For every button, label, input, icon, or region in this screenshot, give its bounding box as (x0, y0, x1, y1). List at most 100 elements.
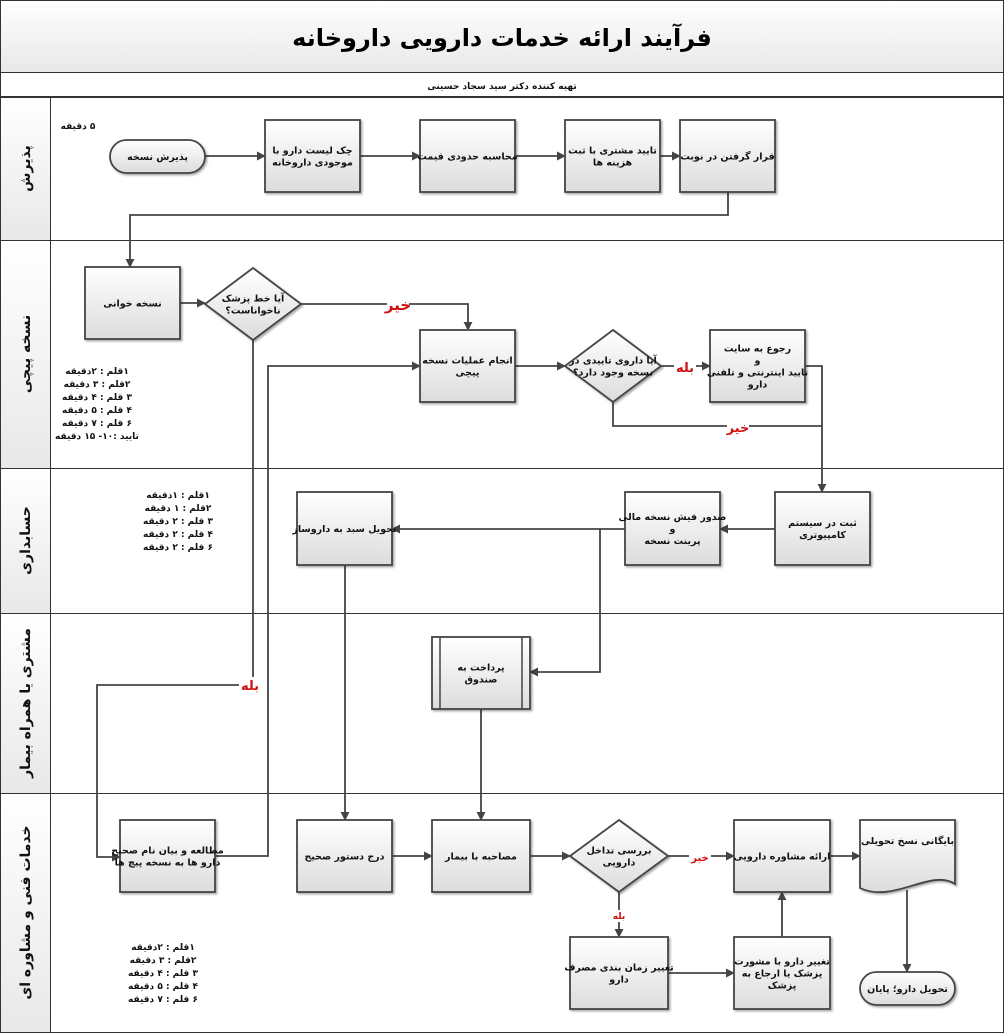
connector-arrow (301, 303, 473, 331)
connector-arrow (96, 340, 254, 862)
node-text: دارویی (603, 858, 636, 869)
node-text: پزشک (768, 981, 797, 992)
node-text: پذیرش نسخه (127, 152, 188, 163)
flow-node-queue[interactable]: قرار گرفتن در نوبت (679, 119, 776, 193)
time-note-accounting: ۴ قلم : ۲ دقیقه (143, 530, 213, 540)
node-text: موجودی داروخانه (272, 158, 353, 169)
title-band (0, 0, 1004, 73)
subtitle-band (0, 72, 1004, 97)
flow-node-archive[interactable]: بایگانی نسخ تحویلی (859, 819, 956, 894)
time-note-counseling: ۶ قلم : ۷ دقیقه (128, 995, 198, 1005)
node-text: و (669, 524, 676, 535)
time-note-accounting: ۶ قلم : ۲ دقیقه (143, 543, 213, 553)
node-text: هزینه ها (593, 158, 633, 169)
label-bg (239, 677, 261, 693)
time-note-counseling: ۲قلم : ۳ دقیقه (130, 956, 197, 966)
flow-node-read[interactable]: نسخه خوانی (84, 266, 181, 340)
flow-node-interview[interactable]: مصاحبه با بیمار (431, 819, 531, 893)
edge-label-interaction-no: خیر (690, 853, 709, 864)
node-text: دارو ها به نسخه پیچ ها (115, 858, 221, 869)
time-note-counseling: ۱قلم : ۲دقیقه (131, 943, 195, 953)
connector-arrow (125, 192, 729, 268)
node-text: دارو (747, 380, 768, 391)
node-text: قرار گرفتن در نوبت (680, 151, 774, 163)
lane-label: مشتری یا همراه بیمار (18, 628, 34, 779)
lane-header (0, 613, 51, 794)
page-title: فرآیند ارائه خدمات دارویی داروخانه (292, 23, 712, 52)
node-text: صندوق (465, 675, 498, 686)
connector-arrow (805, 365, 827, 493)
connector-arrow (612, 402, 822, 427)
lane-header (0, 240, 51, 469)
node-text: کامپیوتری (799, 530, 846, 541)
time-note-accounting: ۱قلم : ۱دقیقه (146, 491, 210, 501)
label-bg (727, 419, 749, 435)
node-text: آیا خط پزشک (222, 292, 285, 305)
label-bg (608, 910, 630, 922)
node-text: تغییر دارو با مشورت (734, 957, 830, 968)
node-text: بررسی تداخل (587, 846, 652, 857)
label-bg (674, 359, 696, 375)
flow-node-start[interactable]: پذیرش نسخه (109, 139, 206, 174)
node-text: تایید مشتری با ثبت (568, 146, 657, 157)
lane-body (50, 97, 1004, 241)
time-note-dispensing: ۶ قلم : ۷ دقیقه (62, 419, 132, 429)
time-note-accounting: ۲قلم : ۱ دقیقه (145, 504, 212, 514)
lane-header (0, 793, 51, 1033)
time-note-reception: ۵ دقیقه (61, 122, 96, 132)
node-text: تحویل سبد به داروساز (291, 524, 396, 535)
lane-label: پذیرش (18, 145, 34, 192)
time-note-dispensing: تایید :۱۰- ۱۵ دقیقه (55, 432, 139, 442)
time-note-dispensing: ۱قلم : ۲دقیقه (65, 367, 129, 377)
connector-arrow (529, 529, 601, 677)
time-note-accounting: ۳ قلم : ۲ دقیقه (143, 517, 213, 527)
lane-label: نسخه پیچی (18, 315, 34, 393)
edge-label-interaction-yes: بله (613, 912, 626, 922)
node-text: ناخواناست؟ (225, 306, 280, 317)
node-text: انجام عملیات نسخه (422, 356, 512, 367)
time-note-dispensing: ۲قلم : ۳ دقیقه (64, 380, 131, 390)
edge-label-approval-no: خیر (726, 421, 750, 436)
time-note-dispensing: ۳ قلم : ۴ دقیقه (62, 393, 132, 403)
node-text: محاسبه حدودی قیمت (417, 152, 517, 163)
node-text: ارائه مشاوره دارویی (734, 852, 831, 863)
time-note-dispensing: ۴ قلم : ۵ دقیقه (62, 406, 132, 416)
node-text: پرینت نسخه (644, 536, 700, 547)
node-text: مصاحبه با بیمار (444, 852, 517, 863)
connector-arrow (215, 361, 421, 857)
flow-node-basket[interactable]: تحویل سبد به داروساز (291, 491, 397, 566)
node-text: صدور فیش نسخه مالی (619, 512, 727, 523)
flow-node-price[interactable]: محاسبه حدودی قیمت (417, 119, 518, 193)
node-text: آیا داروی تاییدی در (568, 354, 657, 367)
node-text: درج دستور صحیح (304, 852, 384, 863)
page-subtitle: تهیه کننده دکتر سید سجاد حسینی (427, 82, 577, 92)
node-text: دارو (608, 975, 629, 986)
edge-label-illegible-yes: بله (241, 679, 259, 694)
lane-header (0, 97, 51, 241)
flow-node-instr[interactable]: درج دستور صحیح (296, 819, 393, 893)
lane-header (0, 468, 51, 614)
node-text: بایگانی نسخ تحویلی (861, 835, 954, 847)
lane-label: حسابداری (18, 506, 34, 575)
flow-node-end[interactable]: تحویل دارو؛ پایان (859, 971, 956, 1006)
node-text: چک لیست دارو با (272, 146, 352, 157)
lane-body (50, 240, 1004, 469)
flow-node-counsel[interactable]: ارائه مشاوره دارویی (733, 819, 831, 893)
edge-label-approval-yes: بله (676, 361, 694, 376)
node-text: پزشک یا ارجاع به (742, 969, 823, 980)
edge-label-illegible-no: خیر (384, 296, 411, 314)
